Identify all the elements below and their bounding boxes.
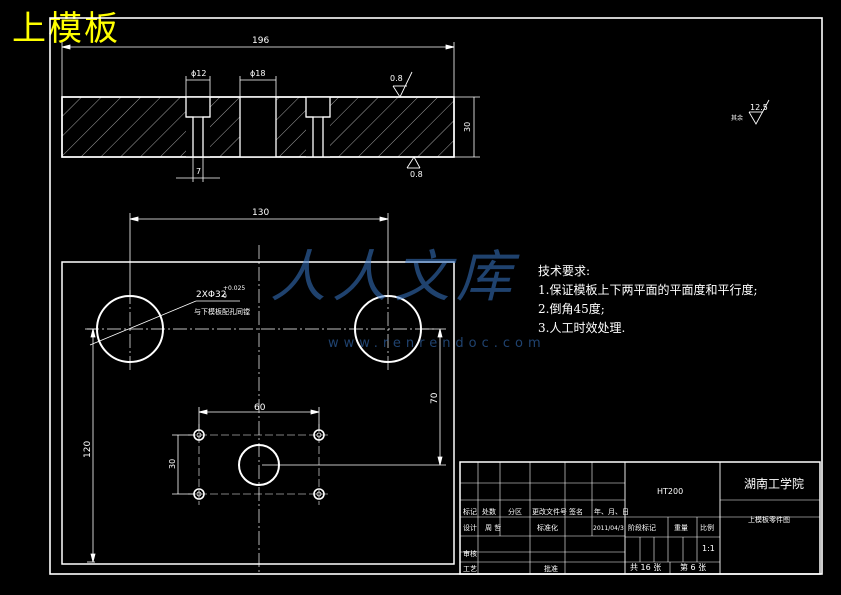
tech-heading: 技术要求:	[538, 264, 591, 278]
roughness-rest-symbol	[748, 99, 770, 125]
dim-120-text: 120	[83, 441, 93, 458]
watermark: 人人文库 www.renrendoc.com	[270, 232, 560, 352]
roughness-rest-label: 其余	[731, 114, 743, 122]
tech-item-3: 3.人工时效处理.	[538, 321, 626, 335]
dim-phi12-text: ϕ12	[191, 69, 206, 78]
tech-requirements: 技术要求: 1.保证模板上下两平面的平面度和平行度; 2.倒角45度; 3.人工…	[538, 262, 758, 338]
tb-designer: 周 哲	[485, 523, 501, 532]
tb-scale-value: 1:1	[702, 544, 715, 553]
tb-label-count: 处数	[482, 507, 496, 516]
roughness-bottom-symbol	[406, 156, 421, 169]
hole-tol-top: +0.025	[223, 285, 245, 292]
roughness-rest-text: 12.5	[750, 103, 768, 112]
tb-review-label: 审核	[463, 549, 477, 558]
dim-130-text: 130	[252, 208, 269, 218]
tech-item-2: 2.倒角45度;	[538, 302, 605, 316]
tb-total-label: 共 16 张	[630, 563, 661, 572]
tb-label-sign: 签名	[569, 507, 583, 516]
tb-label-mark: 标记	[463, 507, 477, 516]
tb-label-zone: 分区	[508, 507, 522, 516]
dim-7-text: 7	[196, 167, 201, 176]
tb-sheet-label: 第 6 张	[680, 562, 706, 572]
hole-tol-bottom: 0	[223, 293, 227, 300]
tb-designer-label: 设计	[463, 523, 477, 532]
dim-196	[61, 42, 455, 97]
dim-70-text: 70	[430, 392, 440, 404]
tb-label-date: 年、月、日	[594, 507, 629, 516]
border-frame	[49, 17, 823, 575]
dim-196-text: 196	[252, 36, 269, 46]
hole-note: 2XΦ32	[196, 290, 226, 300]
title-block	[459, 461, 821, 575]
dim-phi18-text: ϕ18	[250, 69, 265, 78]
tb-part-name: 上模板零件图	[748, 515, 790, 524]
dim-60-text: 60	[254, 403, 266, 413]
tb-scale-label: 比例	[700, 523, 714, 532]
section-view	[61, 96, 455, 158]
dim-small-vert-text: 30	[168, 459, 177, 469]
tb-standard-label: 标准化	[537, 523, 558, 532]
tb-label-docno: 更改文件号	[532, 507, 567, 516]
tb-date: 2011/04/3	[593, 525, 624, 532]
tb-stage-label: 阶段标记	[628, 523, 656, 532]
plan-view	[61, 261, 455, 565]
tech-item-1: 1.保证模板上下两平面的平面度和平行度;	[538, 283, 758, 297]
roughness-top-text: 0.8	[390, 74, 403, 83]
roughness-bottom-text: 0.8	[410, 170, 423, 179]
tb-process-label: 工艺	[463, 565, 477, 573]
watermark-text: 人人文库	[270, 245, 518, 310]
tb-approve-label: 批准	[544, 564, 558, 573]
hole-note-2: 与下模板配孔同镗	[194, 307, 250, 316]
tb-school: 湖南工学院	[744, 476, 804, 491]
roughness-top-symbol	[392, 71, 413, 98]
tb-weight-label: 重量	[674, 524, 688, 532]
tb-material: HT200	[657, 487, 683, 496]
dim-30-text: 30	[463, 122, 472, 132]
watermark-url: www.renrendoc.com	[328, 336, 546, 351]
